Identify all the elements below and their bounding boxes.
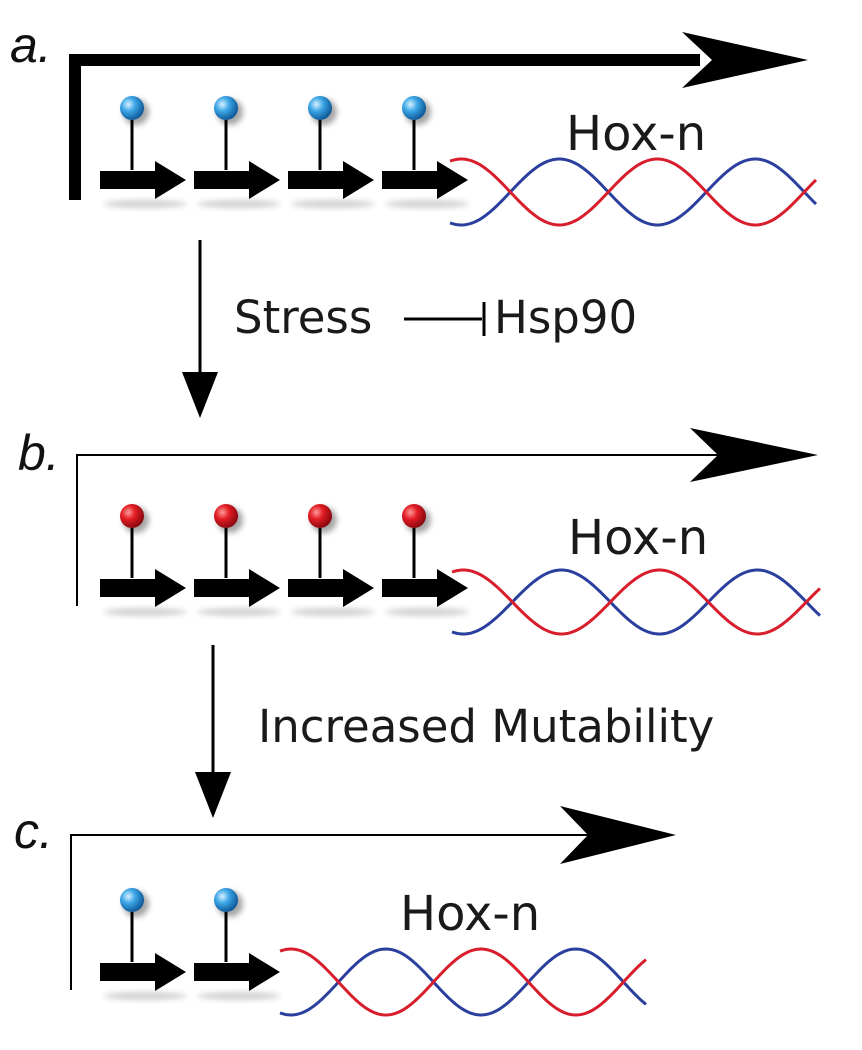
panel-a-arrowhead — [682, 32, 808, 88]
panel-c-transcription-line — [70, 834, 600, 990]
histone-mark-ball — [308, 504, 332, 528]
segment-shadow — [103, 992, 187, 1000]
panel-b-marks — [100, 504, 469, 616]
regulatory-segment-arrow — [194, 569, 280, 607]
panel-b: b. Hox-n — [18, 425, 822, 636]
histone-mark-ball — [308, 96, 332, 120]
segment-shadow — [103, 200, 187, 208]
panel-b-gene-label: Hox-n — [568, 510, 708, 566]
dna-strand-red — [449, 157, 818, 227]
histone-mark-ball — [120, 96, 144, 120]
histone-mark-ball — [402, 96, 426, 120]
panel-c-label: c. — [14, 803, 53, 859]
down-arrow-2-head — [195, 772, 231, 818]
segment-shadow — [197, 200, 281, 208]
segment-shadow — [385, 200, 469, 208]
hsp90-label: Hsp90 — [494, 291, 637, 344]
regulatory-segment-arrow — [382, 569, 468, 607]
segment-shadow — [291, 608, 375, 616]
transition-mutability: Increased Mutability — [195, 645, 714, 818]
histone-mark-ball — [120, 504, 144, 528]
regulatory-segment-arrow — [194, 953, 280, 991]
segment-shadow — [291, 200, 375, 208]
panel-a-dna-helix — [449, 157, 818, 227]
regulatory-segment-arrow — [100, 953, 186, 991]
regulatory-segment-arrow — [194, 161, 280, 199]
histone-mark-ball — [214, 96, 238, 120]
panel-c: c. Hox-n — [14, 803, 676, 1017]
transition-stress: Stress Hsp90 — [182, 240, 637, 418]
panel-a-transcription-line — [69, 54, 700, 200]
panel-a-label: a. — [10, 17, 52, 73]
panel-b-arrowhead — [690, 428, 818, 482]
segment-shadow — [197, 608, 281, 616]
dna-strand-red — [451, 568, 822, 636]
panel-c-dna-helix — [279, 947, 647, 1017]
panel-b-dna-helix — [451, 568, 822, 636]
segment-shadow — [385, 608, 469, 616]
dna-strand-blue — [279, 947, 647, 1017]
dna-strand-red — [279, 947, 647, 1017]
histone-mark-ball — [402, 504, 426, 528]
regulatory-segment-arrow — [100, 161, 186, 199]
panel-c-arrowhead — [560, 806, 676, 864]
panel-a-marks — [100, 96, 469, 208]
histone-mark-ball — [214, 504, 238, 528]
regulatory-segment-arrow — [382, 161, 468, 199]
panel-c-gene-label: Hox-n — [400, 886, 540, 942]
histone-mark-ball — [214, 888, 238, 912]
panel-c-marks — [100, 888, 281, 1000]
histone-mark-ball — [120, 888, 144, 912]
panel-b-transcription-line — [76, 454, 730, 606]
regulatory-segment-arrow — [288, 569, 374, 607]
segment-shadow — [197, 992, 281, 1000]
increased-mutability-label: Increased Mutability — [258, 700, 714, 753]
regulatory-segment-arrow — [288, 161, 374, 199]
panel-b-label: b. — [18, 425, 60, 481]
regulatory-segment-arrow — [100, 569, 186, 607]
panel-a: a. Hox-n — [10, 17, 818, 227]
panel-a-gene-label: Hox-n — [566, 106, 706, 162]
stress-label: Stress — [234, 291, 372, 344]
segment-shadow — [103, 608, 187, 616]
down-arrow-1-head — [182, 372, 218, 418]
